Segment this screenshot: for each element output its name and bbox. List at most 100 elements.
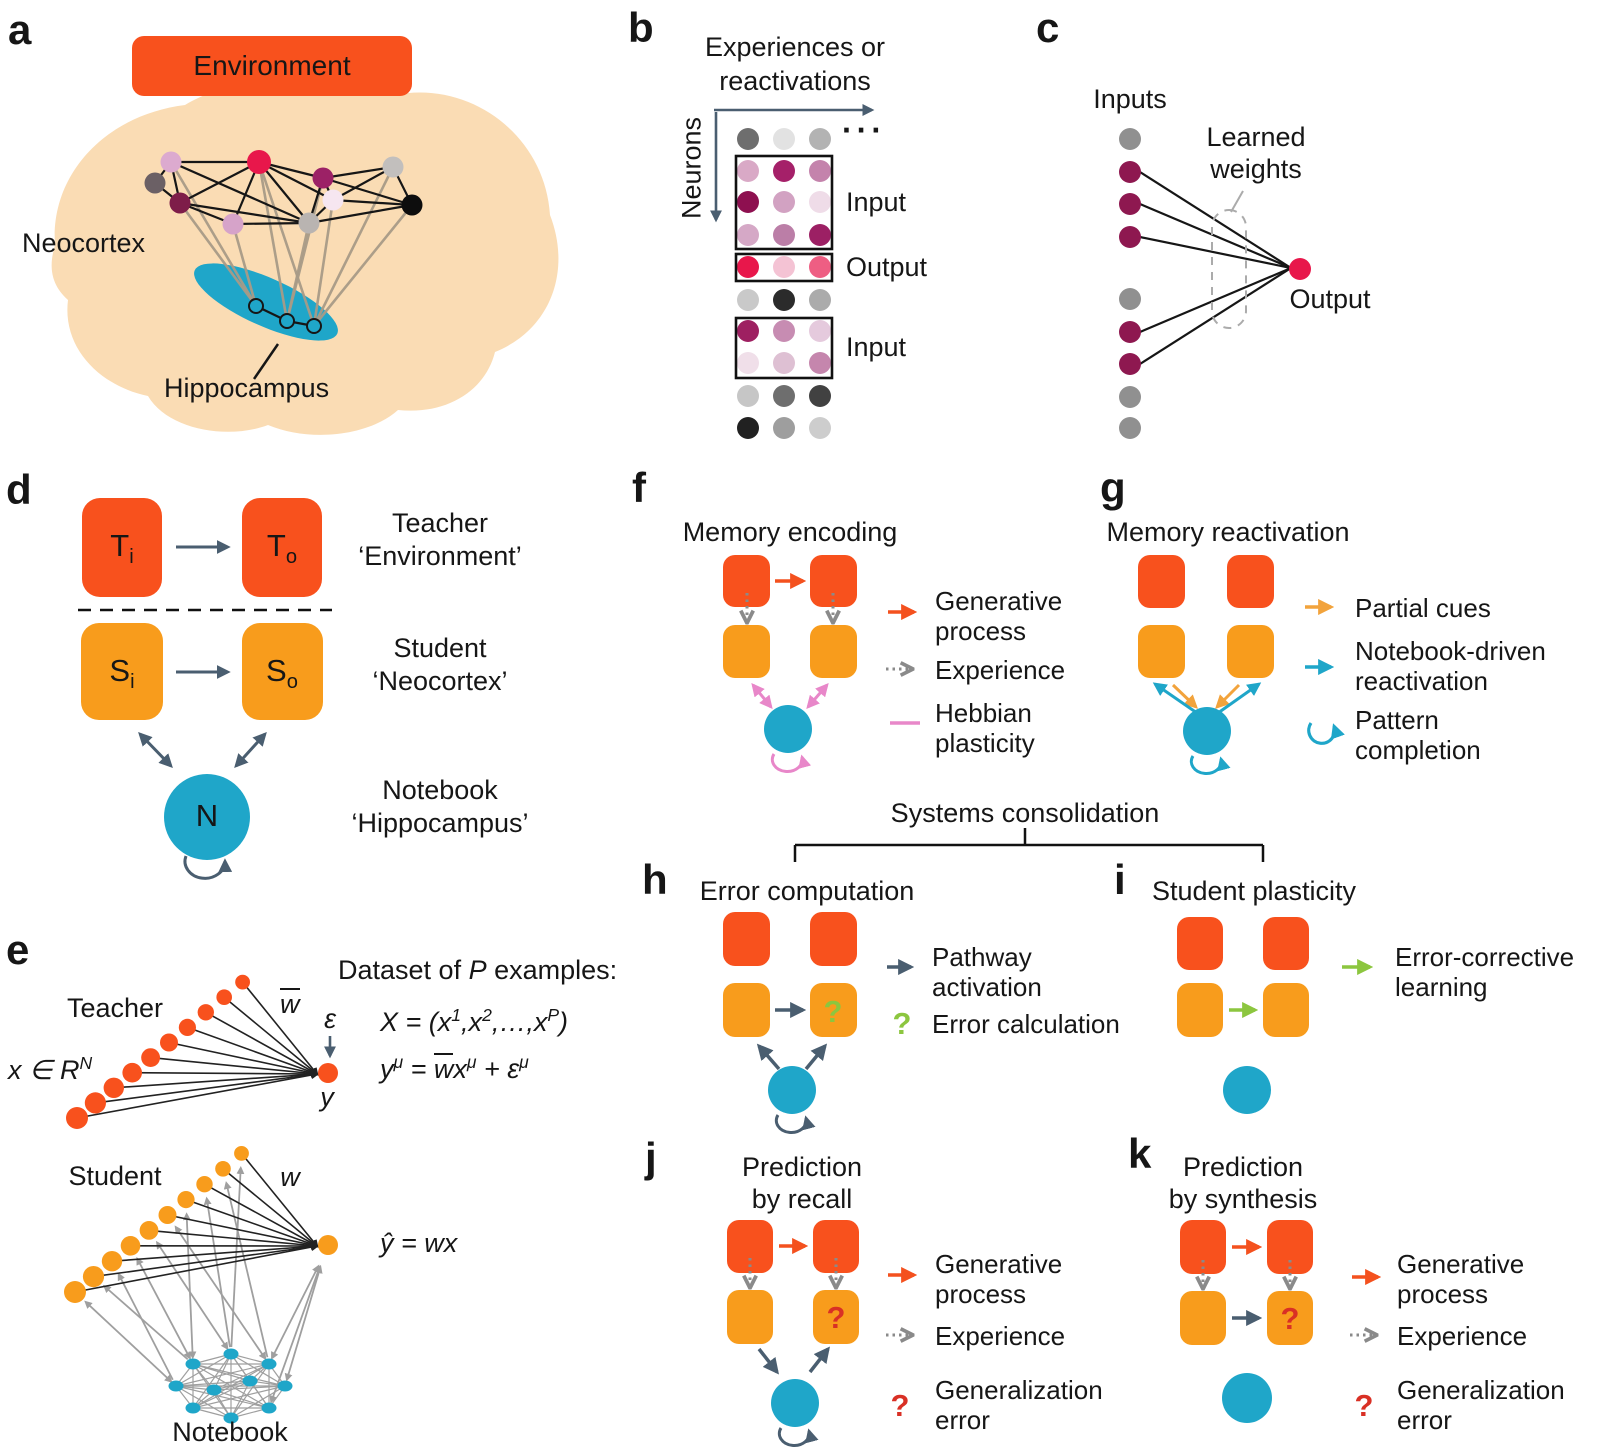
pattern-completion-icon xyxy=(1307,722,1345,745)
inputs-label: Inputs xyxy=(1093,84,1167,114)
k-legend-generalization-2: error xyxy=(1397,1405,1452,1435)
f-legend-generative-2: process xyxy=(935,616,1027,646)
h-notebook-to-si xyxy=(756,1043,781,1071)
j-teacher-out-box xyxy=(813,1220,859,1273)
g-title: Memory reactivation xyxy=(1106,517,1350,547)
hippocampus-pointer-line xyxy=(252,343,280,380)
input-neuron-dots xyxy=(1119,128,1311,439)
h-legend-error-calc: Error calculation xyxy=(932,1009,1120,1039)
f-hebbian-arrow-right xyxy=(806,683,829,709)
k-legend-generative-1: Generative xyxy=(1397,1249,1525,1279)
learned-weights-pointer xyxy=(1230,190,1244,213)
systems-consolidation-title: Systems consolidation xyxy=(890,798,1160,828)
h-legend-pathway-2: activation xyxy=(932,972,1042,1002)
f-legend-hebbian-1: Hebbian xyxy=(935,698,1032,728)
j-student-in-box xyxy=(727,1290,773,1344)
g-partial-cue-right xyxy=(1215,683,1241,709)
x-in-rn-label: x ∈ RN xyxy=(8,1053,93,1085)
j-selfloop xyxy=(777,1427,819,1447)
input-label-2: Input xyxy=(846,332,907,362)
ti-label: Ti xyxy=(110,528,134,569)
panel-letter-c: c xyxy=(1036,4,1060,51)
hippocampus-node xyxy=(279,313,295,329)
si-notebook-arrow xyxy=(138,732,173,768)
k-generalization-question: ? xyxy=(1280,1301,1300,1336)
f-legend-generative-1: Generative xyxy=(935,586,1063,616)
j-legend-experience: Experience xyxy=(935,1321,1066,1351)
i-student-out-box xyxy=(1263,983,1309,1037)
j-teacher-in-box xyxy=(727,1220,773,1273)
hippocampus-node xyxy=(248,298,264,314)
dataset-title: Dataset of P examples: xyxy=(338,955,618,985)
h-legend-question-icon: ? xyxy=(892,1006,912,1041)
student-role-line2: ‘Neocortex’ xyxy=(372,666,508,696)
j-si-to-notebook xyxy=(757,1347,779,1375)
f-legend-experience: Experience xyxy=(935,655,1066,685)
g-student-in-box xyxy=(1138,625,1185,678)
student-role-line1: Student xyxy=(393,633,487,663)
to-label: To xyxy=(266,528,298,569)
panel-letter-e: e xyxy=(6,926,30,973)
student-input-box xyxy=(81,623,163,720)
learned-weights-line2: weights xyxy=(1210,154,1302,184)
panel-letter-i: i xyxy=(1114,856,1126,903)
notebook-selfloop xyxy=(183,855,233,880)
g-partial-cue-left xyxy=(1171,683,1198,709)
k-legend-generalization-1: Generalization xyxy=(1397,1375,1565,1405)
k-teacher-out-box xyxy=(1267,1220,1313,1274)
i-teacher-out-box xyxy=(1263,917,1309,970)
g-legend-reactivation-2: reactivation xyxy=(1355,666,1488,696)
f-legend-hebbian-2: plasticity xyxy=(935,728,1035,758)
j-legend-generative-1: Generative xyxy=(935,1249,1063,1279)
j-notebook-circle xyxy=(771,1379,819,1427)
cortical-neurons xyxy=(144,150,423,235)
student-notebook-connections xyxy=(84,1166,323,1404)
w-label: w xyxy=(280,1162,300,1192)
panel-letter-h: h xyxy=(642,856,668,903)
output-pattern-frame xyxy=(734,252,834,283)
hippocampus-node xyxy=(306,318,322,334)
panel-letter-a: a xyxy=(8,6,32,53)
notebook-neurons xyxy=(168,1348,293,1424)
h-notebook-circle xyxy=(768,1066,816,1114)
h-student-in-box xyxy=(723,983,770,1037)
n-label: N xyxy=(195,798,219,833)
h-notebook-to-so xyxy=(804,1043,828,1071)
neurons-axis-label: Neurons xyxy=(676,116,707,220)
student-output-equation: ŷ = wx xyxy=(380,1228,458,1258)
j-generalization-question: ? xyxy=(826,1300,846,1335)
c-output-label: Output xyxy=(1289,284,1371,314)
hippocampus-shape xyxy=(194,263,338,341)
k-student-out-box xyxy=(1267,1291,1313,1345)
g-reactivation-left xyxy=(1152,682,1198,715)
notebook-role-line2: ‘Hippocampus’ xyxy=(351,808,529,838)
j-legend-generalization-1: Generalization xyxy=(935,1375,1103,1405)
i-teacher-in-box xyxy=(1177,917,1223,970)
k-title-2: by synthesis xyxy=(1168,1184,1318,1214)
learned-weights-outline xyxy=(1211,209,1247,329)
input-pattern-frame xyxy=(734,154,834,251)
h-legend-pathway-1: Pathway xyxy=(932,942,1032,972)
f-hebbian-selfloop xyxy=(770,753,812,773)
g-legend-partial-cues: Partial cues xyxy=(1355,593,1491,623)
f-teacher-out-box xyxy=(810,555,857,607)
h-error-question: ? xyxy=(823,994,843,1029)
i-notebook-circle xyxy=(1223,1066,1271,1114)
g-student-out-box xyxy=(1227,625,1274,678)
teacher-weight-lines xyxy=(76,981,320,1119)
i-legend-1: Error-corrective xyxy=(1395,942,1575,972)
f-hebbian-arrow-left xyxy=(751,682,773,710)
panel-letter-k: k xyxy=(1128,1130,1152,1177)
student-neurons xyxy=(64,1146,338,1303)
k-student-in-box xyxy=(1180,1291,1226,1345)
consolidation-bracket xyxy=(793,828,1265,862)
g-notebook-circle xyxy=(1183,707,1231,755)
so-label: So xyxy=(266,653,298,694)
e-notebook-label: Notebook xyxy=(172,1417,288,1447)
f-student-in-box xyxy=(723,625,770,678)
g-reactivation-right xyxy=(1217,682,1262,715)
k-teacher-in-box xyxy=(1180,1220,1226,1274)
input-output-weights-lines xyxy=(1139,171,1292,365)
student-output-box xyxy=(242,623,323,720)
